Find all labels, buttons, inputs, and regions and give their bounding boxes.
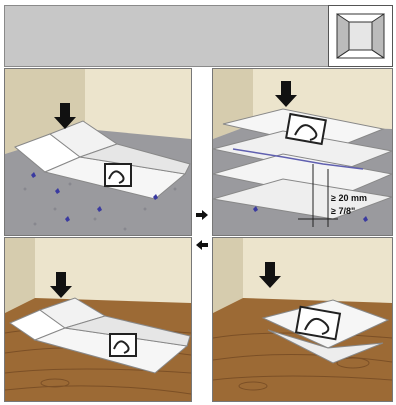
dimension-label-mm: ≥ 20 mm [331,193,367,203]
arrow-left-icon [196,240,208,250]
swirl-pattern-icon [110,334,136,356]
swirl-pattern-icon [296,307,340,340]
center-divider [192,68,212,402]
panel-wood-sheet [212,237,393,402]
dimension-label-inch: ≥ 7/8" [331,206,355,216]
panel-wood-fold [4,237,192,402]
swirl-pattern-icon [105,164,131,186]
arrow-right-icon [196,210,208,220]
swirl-pattern-icon [286,114,326,144]
room-corner-icon [328,5,393,67]
panel-concrete-overlap: ≥ 20 mm ≥ 7/8" [212,68,393,236]
panel-concrete-fold [4,68,192,236]
